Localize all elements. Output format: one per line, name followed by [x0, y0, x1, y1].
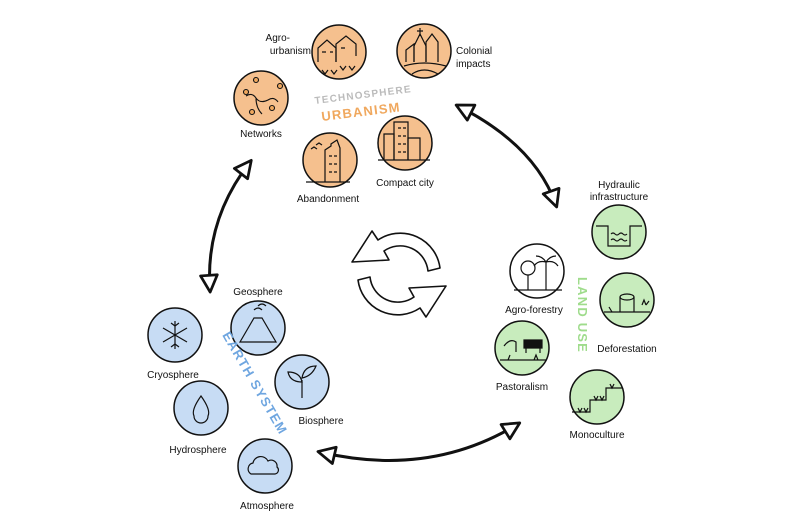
canal-icon: [596, 225, 642, 247]
node-pastoralism: [494, 320, 550, 376]
cycle-icon: [351, 230, 447, 318]
label-deforestation: Deforestation: [597, 344, 656, 355]
tree-stump-icon: [604, 293, 650, 313]
label-cryosphere: Cryosphere: [147, 370, 199, 381]
node-biosphere: [274, 354, 330, 410]
city-icon: [378, 121, 430, 161]
church-icon: [403, 28, 447, 75]
node-geosphere: [230, 300, 286, 356]
node-abandonment: [302, 132, 358, 188]
label-geosphere: Geosphere: [233, 287, 283, 298]
node-deforestation: [599, 272, 655, 328]
cloud-icon: [247, 455, 279, 475]
leaf-icon: [287, 365, 317, 398]
cattle-icon: [500, 339, 546, 361]
ruined-building-icon: [306, 139, 350, 183]
label-agro-urbanism-2: urbanism: [270, 46, 311, 57]
node-hydraulic-infrastructure: [591, 204, 647, 260]
label-land-use: LAND USE: [575, 277, 590, 353]
label-pastoralism: Pastoralism: [496, 382, 548, 393]
node-colonial-impacts: [396, 23, 452, 79]
arrow-urbanism-landuse: [454, 103, 561, 209]
terraced-crops-icon: [572, 383, 622, 414]
label-atmosphere: Atmosphere: [240, 501, 294, 512]
label-colonial-1: Colonial: [456, 46, 492, 57]
label-hydrosphere: Hydrosphere: [169, 445, 227, 456]
node-cryosphere: [147, 307, 203, 363]
node-networks: [233, 70, 289, 126]
village-icon: [317, 35, 357, 75]
label-hydraulic-2: infrastructure: [590, 192, 649, 203]
node-atmosphere: [237, 438, 293, 494]
label-networks: Networks: [240, 129, 282, 140]
node-hydrosphere: [173, 380, 229, 436]
snowflake-icon: [162, 321, 188, 349]
label-agro-urbanism-1: Agro-: [266, 33, 290, 44]
label-colonial-2: impacts: [456, 59, 490, 70]
label-monoculture: Monoculture: [569, 430, 624, 441]
node-agro-forestry: [509, 243, 565, 299]
arrow-landuse-earth: [316, 421, 522, 465]
palm-tree-icon: [514, 255, 562, 291]
water-drop-icon: [192, 394, 210, 424]
label-agro-forestry: Agro-forestry: [505, 305, 563, 316]
volcano-icon: [238, 303, 278, 343]
label-compact-city: Compact city: [376, 178, 434, 189]
node-monoculture: [569, 369, 625, 425]
arrow-earth-urbanism: [199, 158, 253, 294]
label-abandonment: Abandonment: [297, 194, 359, 205]
label-hydraulic-1: Hydraulic: [598, 180, 640, 191]
node-compact-city: [377, 115, 433, 171]
label-biosphere: Biosphere: [298, 416, 343, 427]
node-agro-urbanism: [311, 24, 367, 80]
network-icon: [242, 76, 284, 116]
